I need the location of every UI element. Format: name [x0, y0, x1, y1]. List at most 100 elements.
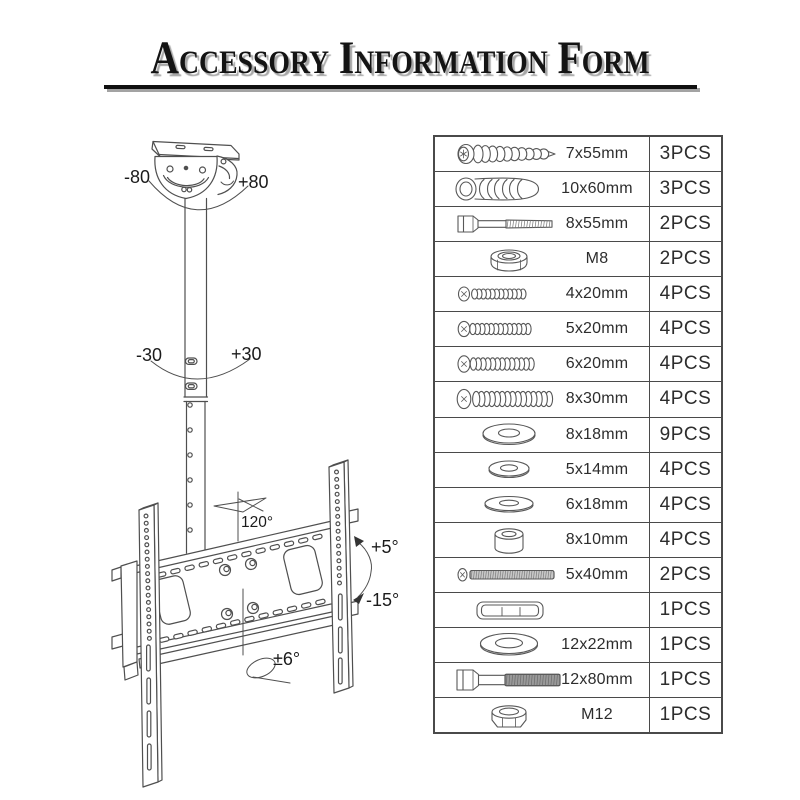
accessory-qty: 4PCS: [659, 528, 712, 550]
swivel-range-tick: [238, 498, 264, 512]
back-plate: [111, 560, 139, 681]
accessory-qty: 4PCS: [659, 388, 712, 410]
level-adjust-label: ±6°: [273, 649, 300, 669]
accessory-size: 8x30mm: [565, 390, 629, 408]
accessory-size: 5x20mm: [565, 320, 629, 338]
large-hex-bolt-icon: [441, 664, 579, 695]
table-row: M12 1PCS: [435, 697, 721, 733]
level-tick: [252, 676, 291, 684]
pole-left-label: -30: [136, 345, 162, 365]
hex-nut-icon: [441, 700, 579, 731]
accessory-cell: 5x40mm: [435, 557, 650, 592]
accessory-size: 12x80mm: [561, 670, 633, 688]
swivel-range-label: 120°: [241, 514, 273, 531]
tv-bracket: [111, 459, 359, 788]
accessory-qty: 9PCS: [659, 423, 712, 445]
accessory-qty: 3PCS: [659, 143, 712, 165]
tilt-up-label: +5°: [371, 537, 399, 557]
accessory-qty: 1PCS: [659, 704, 712, 726]
accessory-qty: 3PCS: [659, 178, 712, 200]
support-pole: [183, 197, 209, 554]
washer-thin-icon: [441, 489, 579, 520]
accessory-cell: 6x20mm: [435, 347, 650, 382]
swivel-arc: [148, 180, 249, 211]
accessory-cell: M12: [435, 698, 650, 733]
accessory-cell: 5x14mm: [435, 452, 650, 487]
accessory-cell: 12x22mm: [435, 627, 650, 662]
accessory-qty: 4PCS: [659, 318, 712, 340]
table-row: 8x55mm 2PCS: [435, 206, 721, 242]
tilt-arrow-up: [354, 536, 364, 547]
mount-diagram: -80 +80 -30 +30 120° +5° -15° ±6°: [111, 140, 399, 788]
accessory-cell: 6x18mm: [435, 487, 650, 522]
accessory-cell: [435, 592, 650, 627]
accessory-qty: 4PCS: [659, 458, 712, 480]
plate-bosses: [218, 557, 260, 621]
lock-nut-icon: [441, 244, 579, 275]
accessory-size: 6x18mm: [565, 495, 629, 513]
accessory-table: 7x55mm 3PCS 10x60mm 3PCS 8x55mm 2PCS M8 2PCS 4x2…: [433, 135, 723, 734]
accessory-cell: 10x60mm: [435, 172, 650, 207]
washer-small-icon: [441, 454, 579, 485]
swivel-range-fan: [213, 497, 267, 513]
table-row: M8 2PCS: [435, 241, 721, 277]
tilt-arrow-down: [353, 593, 364, 604]
table-row: 6x20mm 4PCS: [435, 346, 721, 382]
accessory-size: 6x20mm: [565, 355, 629, 373]
accessory-size: 5x40mm: [565, 565, 629, 583]
right-rail-holes: [334, 469, 343, 586]
pan-screw-large-icon: [441, 349, 579, 380]
accessory-size: 7x55mm: [565, 145, 629, 163]
accessory-qty: 4PCS: [659, 283, 712, 305]
tilt-down-label: -15°: [366, 590, 399, 610]
clamp-block-icon: [441, 594, 579, 625]
accessory-qty: 1PCS: [659, 668, 712, 690]
table-row: 5x20mm 4PCS: [435, 311, 721, 347]
title-underline: [104, 85, 697, 89]
accessory-cell: 8x55mm: [435, 207, 650, 242]
pan-screw-xl-icon: [441, 384, 579, 415]
ceiling-bracket: [151, 140, 240, 200]
tapping-screw-icon: [441, 139, 579, 170]
accessory-cell: 12x80mm: [435, 662, 650, 697]
accessory-size: 10x60mm: [561, 180, 633, 198]
long-thin-screw-icon: [441, 559, 579, 590]
accessory-qty: 2PCS: [659, 213, 712, 235]
table-row: 10x60mm 3PCS: [435, 171, 721, 207]
washer-large-icon: [441, 629, 579, 660]
table-row: 5x40mm 2PCS: [435, 556, 721, 592]
table-row: 8x10mm 4PCS: [435, 521, 721, 557]
accessory-cell: 7x55mm: [435, 137, 650, 172]
tilt-arc: [357, 541, 372, 598]
pole-adjust-holes: [187, 402, 193, 533]
accessory-size: 8x55mm: [565, 215, 629, 233]
accessory-cell: 5x20mm: [435, 312, 650, 347]
pole-tilt-arc: [150, 358, 251, 380]
table-row: 5x14mm 4PCS: [435, 451, 721, 487]
hex-bolt-icon: [441, 209, 579, 240]
accessory-cell: 8x10mm: [435, 522, 650, 557]
page-title-text: Accessory Information Form: [150, 32, 650, 84]
accessory-size: 4x20mm: [565, 285, 629, 303]
washer-icon: [441, 419, 579, 450]
accessory-qty: 4PCS: [659, 493, 712, 515]
accessory-qty: 4PCS: [659, 353, 712, 375]
right-rail: [328, 459, 359, 694]
accessory-qty: 1PCS: [659, 598, 712, 620]
angle-annotations: -80 +80 -30 +30 120° +5° -15° ±6°: [124, 167, 399, 684]
pan-screw-medium-icon: [441, 314, 579, 345]
plate-cutout-right: [283, 544, 323, 596]
table-row: 1PCS: [435, 591, 721, 627]
swivel-right-label: +80: [238, 172, 269, 192]
accessory-cell: 8x18mm: [435, 417, 650, 452]
table-row: 4x20mm 4PCS: [435, 276, 721, 312]
accessory-qty: 2PCS: [659, 248, 712, 270]
accessory-cell: M8: [435, 242, 650, 277]
accessory-size: 8x18mm: [565, 425, 629, 443]
pan-screw-small-icon: [441, 279, 579, 310]
accessory-size: 5x14mm: [565, 460, 629, 478]
table-row: 12x80mm 1PCS: [435, 661, 721, 697]
level-ellipse: [246, 657, 276, 679]
accessory-qty: 2PCS: [659, 563, 712, 585]
